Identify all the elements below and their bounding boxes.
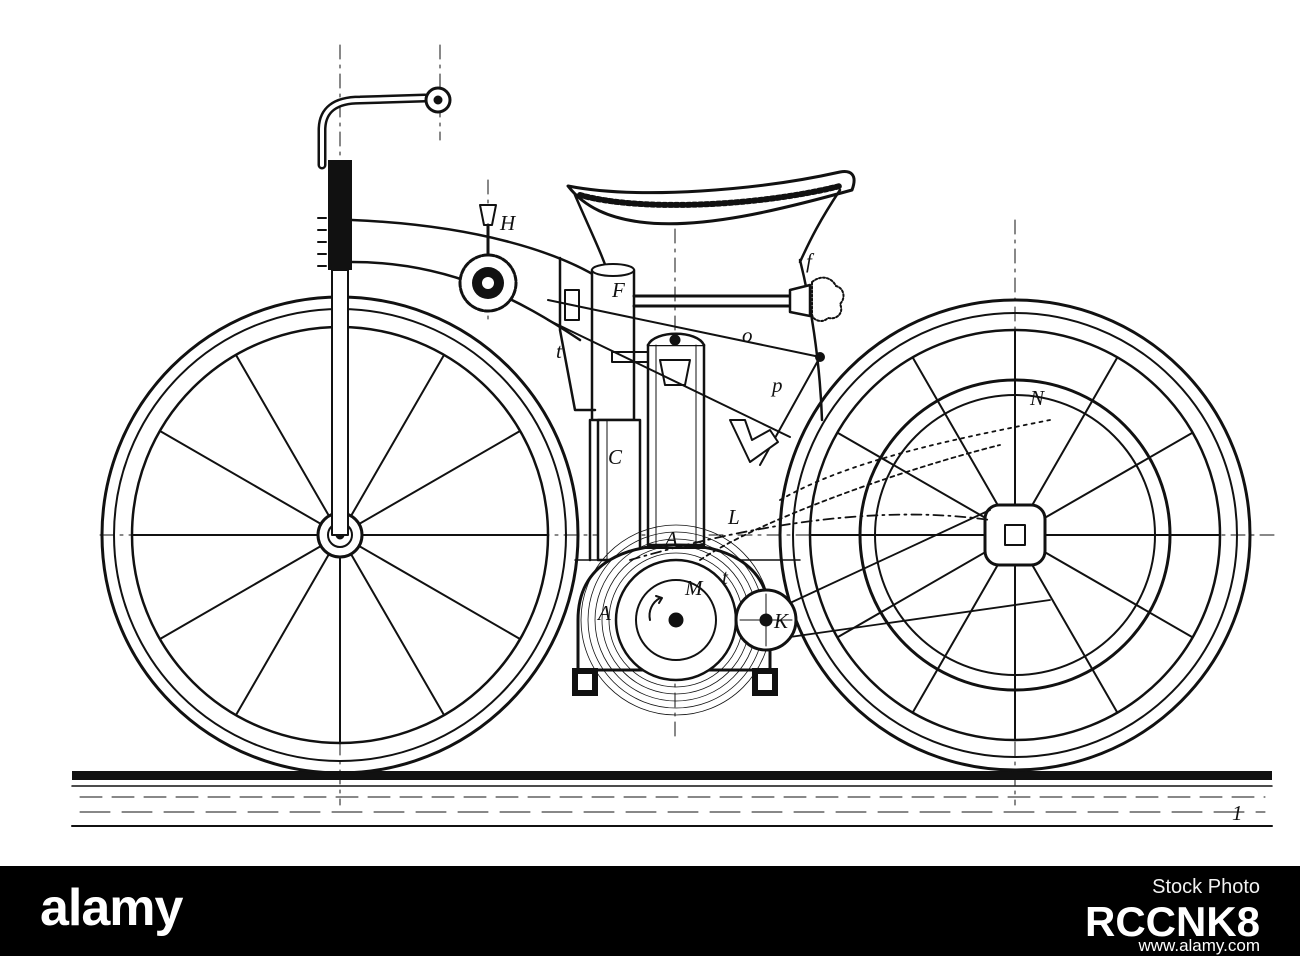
label-ground-mark: 1 — [1232, 801, 1243, 825]
exhaust-pipe — [632, 276, 845, 322]
rear-wheel — [778, 298, 1252, 772]
motorcycle-diagram: H F f o t p N C L A A M t K 1 — [71, 44, 1281, 827]
saddle — [566, 170, 856, 282]
stock-url[interactable]: www.alamy.com — [1138, 936, 1260, 955]
label-c: C — [608, 445, 623, 469]
label-f-upper: F — [611, 278, 625, 302]
drive-pulley — [734, 588, 798, 652]
stock-caption: Stock Photo — [1152, 876, 1260, 898]
label-f-lower: f — [806, 249, 815, 273]
label-a-upper: A — [663, 527, 678, 551]
label-p: p — [770, 373, 783, 397]
engraving-figure: H F f o t p N C L A A M t K 1 — [71, 44, 1281, 827]
flywheel-housing — [572, 524, 778, 716]
label-o: o — [742, 323, 753, 347]
label-l: L — [727, 505, 740, 529]
control-rods — [547, 299, 825, 466]
drive-belts — [629, 419, 1051, 638]
label-m: M — [684, 576, 704, 600]
label-n: N — [1029, 386, 1045, 410]
ground-rail — [71, 771, 1273, 827]
label-a-left: A — [596, 601, 611, 625]
brand-logo: alamy — [40, 879, 183, 937]
stock-id-block: Stock Photo RCCNK8 — [1085, 874, 1260, 944]
part-labels: H F f o t p N C L A A M t K 1 — [499, 211, 1243, 825]
label-t: t — [556, 339, 563, 363]
steering-fork — [317, 86, 452, 536]
gear-h — [458, 204, 518, 313]
label-t-lower: t — [722, 565, 729, 589]
label-k: K — [773, 609, 789, 633]
watermark-footer: alamy Stock Photo RCCNK8 www.alamy.com — [0, 866, 1300, 956]
cylinder — [596, 332, 706, 562]
frame — [350, 218, 824, 562]
image-id: RCCNK8 — [1084, 898, 1260, 945]
label-h: H — [499, 211, 517, 235]
